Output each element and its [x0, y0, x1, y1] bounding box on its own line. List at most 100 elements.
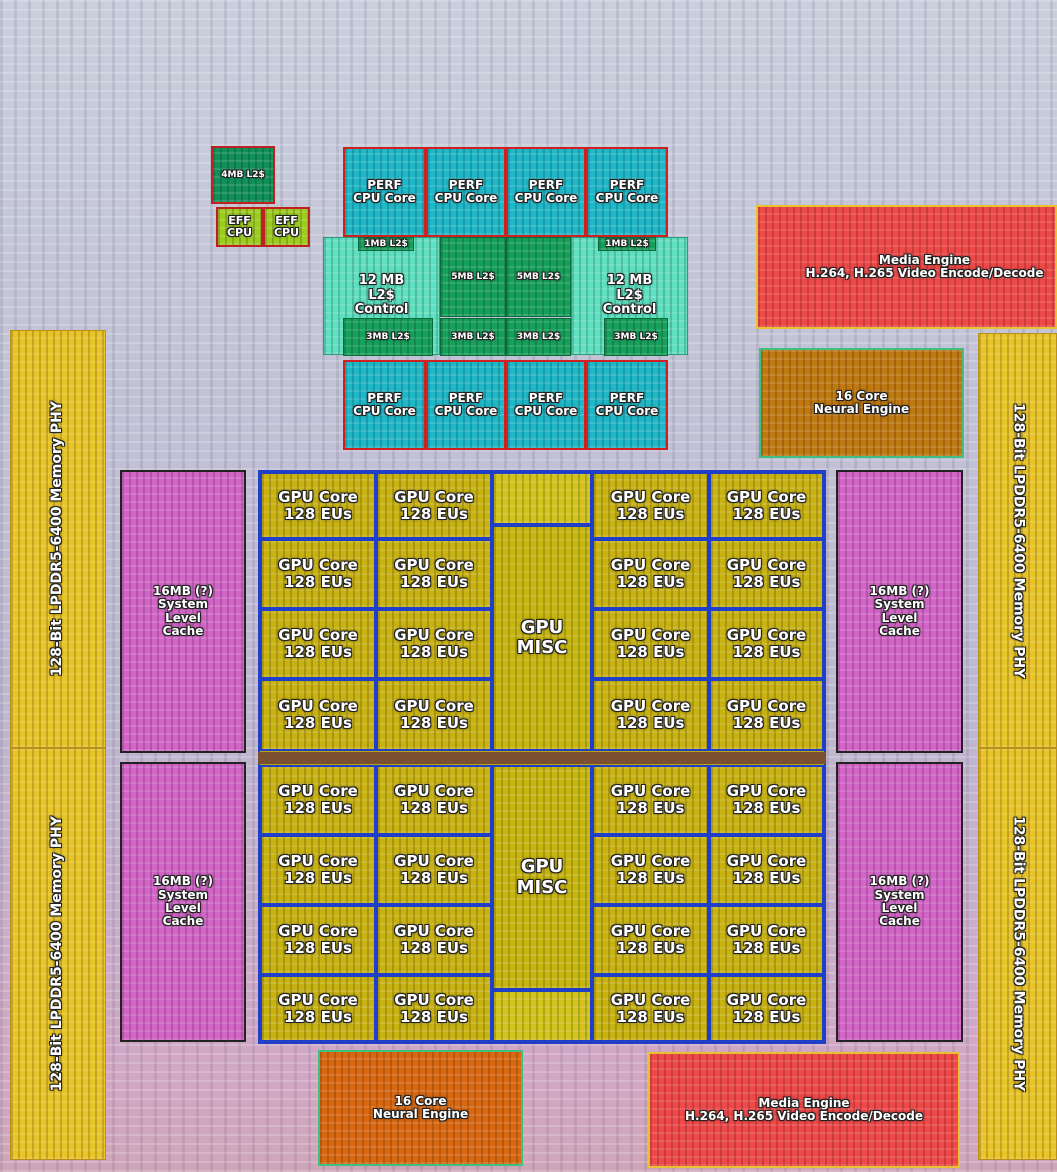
memory-phy-left-top: 128-Bit LPDDR5-6400 Memory PHY	[10, 330, 106, 748]
perf-core-label: PERF CPU Core	[435, 392, 498, 419]
gpu-core: GPU Core 128 EUs	[709, 539, 824, 609]
efficiency-cpu-core: EFF CPU	[216, 207, 263, 247]
perf-core-label: PERF CPU Core	[596, 179, 659, 206]
gpu-core-label: GPU Core 128 EUs	[727, 627, 807, 661]
l2-cache-3mb: 3MB L2$	[440, 318, 506, 356]
gpu-core: GPU Core 128 EUs	[260, 975, 376, 1042]
neural-engine-top: 16 Core Neural Engine	[759, 348, 964, 458]
gpu-core-label: GPU Core 128 EUs	[394, 489, 474, 523]
l2-cache-3mb: 3MB L2$	[604, 318, 668, 356]
gpu-core-label: GPU Core 128 EUs	[278, 853, 358, 887]
gpu-core-label: GPU Core 128 EUs	[611, 489, 691, 523]
l2-1mb-label: 1MB L2$	[605, 239, 648, 249]
memory-phy-left-bottom: 128-Bit LPDDR5-6400 Memory PHY	[10, 748, 106, 1160]
gpu-core: GPU Core 128 EUs	[376, 679, 492, 751]
memory-phy-right-bottom: 128-Bit LPDDR5-6400 Memory PHY	[978, 748, 1057, 1160]
l2-cache-3mb: 3MB L2$	[343, 318, 433, 356]
gpu-core: GPU Core 128 EUs	[260, 539, 376, 609]
media-engine-bottom: Media Engine H.264, H.265 Video Encode/D…	[648, 1052, 960, 1168]
perf-cpu-core: PERF CPU Core	[586, 147, 668, 237]
efficiency-cpu-core: EFF CPU	[263, 207, 310, 247]
l2-3mb-label: 3MB L2$	[366, 332, 409, 342]
l2-5mb-label: 5MB L2$	[517, 272, 560, 282]
gpu-divider	[258, 752, 826, 764]
gpu-misc-top-strip	[492, 472, 592, 525]
gpu-core: GPU Core 128 EUs	[260, 905, 376, 975]
gpu-core: GPU Core 128 EUs	[709, 765, 824, 835]
l2-1mb-label: 1MB L2$	[364, 239, 407, 249]
gpu-core: GPU Core 128 EUs	[592, 539, 709, 609]
gpu-core-label: GPU Core 128 EUs	[727, 853, 807, 887]
memory-phy-label: 128-Bit LPDDR5-6400 Memory PHY	[1010, 816, 1026, 1091]
gpu-misc-label: GPU MISC	[517, 857, 568, 897]
gpu-core: GPU Core 128 EUs	[592, 975, 709, 1042]
media-engine-label: Media Engine H.264, H.265 Video Encode/D…	[685, 1097, 923, 1124]
gpu-core-label: GPU Core 128 EUs	[394, 627, 474, 661]
perf-core-label: PERF CPU Core	[435, 179, 498, 206]
slc-label: 16MB (?) System Level Cache	[870, 585, 930, 639]
gpu-core-label: GPU Core 128 EUs	[727, 783, 807, 817]
gpu-core: GPU Core 128 EUs	[376, 539, 492, 609]
perf-core-label: PERF CPU Core	[353, 392, 416, 419]
media-engine-top: Media Engine H.264, H.265 Video Encode/D…	[756, 205, 1057, 329]
gpu-core: GPU Core 128 EUs	[376, 905, 492, 975]
l2-3mb-label: 3MB L2$	[517, 332, 560, 342]
gpu-core: GPU Core 128 EUs	[260, 472, 376, 539]
gpu-core: GPU Core 128 EUs	[709, 679, 824, 751]
gpu-core-label: GPU Core 128 EUs	[727, 992, 807, 1026]
l2-cache-5mb-left: 5MB L2$	[440, 237, 506, 317]
gpu-core-label: GPU Core 128 EUs	[727, 923, 807, 957]
gpu-core-label: GPU Core 128 EUs	[394, 923, 474, 957]
l2-control-label: 12 MB L2$ Control	[603, 274, 657, 318]
gpu-core-label: GPU Core 128 EUs	[278, 557, 358, 591]
gpu-core: GPU Core 128 EUs	[592, 835, 709, 905]
perf-core-label: PERF CPU Core	[515, 392, 578, 419]
gpu-core-label: GPU Core 128 EUs	[394, 557, 474, 591]
gpu-core: GPU Core 128 EUs	[592, 905, 709, 975]
l2-3mb-label: 3MB L2$	[614, 332, 657, 342]
gpu-core-label: GPU Core 128 EUs	[278, 783, 358, 817]
gpu-core: GPU Core 128 EUs	[592, 609, 709, 679]
gpu-core: GPU Core 128 EUs	[709, 835, 824, 905]
l2-cache-5mb-right: 5MB L2$	[506, 237, 571, 317]
gpu-core: GPU Core 128 EUs	[592, 472, 709, 539]
perf-cpu-core: PERF CPU Core	[506, 360, 586, 450]
gpu-misc-bottom-strip	[492, 990, 592, 1042]
perf-cpu-core: PERF CPU Core	[586, 360, 668, 450]
gpu-core-label: GPU Core 128 EUs	[278, 627, 358, 661]
gpu-core: GPU Core 128 EUs	[260, 765, 376, 835]
neural-engine-label: 16 Core Neural Engine	[373, 1095, 468, 1122]
gpu-core-label: GPU Core 128 EUs	[278, 698, 358, 732]
gpu-core-label: GPU Core 128 EUs	[611, 853, 691, 887]
gpu-core: GPU Core 128 EUs	[709, 609, 824, 679]
gpu-misc-bottom: GPU MISC	[492, 765, 592, 990]
memory-phy-label: 128-Bit LPDDR5-6400 Memory PHY	[50, 401, 66, 676]
perf-cpu-core: PERF CPU Core	[506, 147, 586, 237]
gpu-core-label: GPU Core 128 EUs	[278, 992, 358, 1026]
gpu-core-label: GPU Core 128 EUs	[394, 992, 474, 1026]
perf-cpu-core: PERF CPU Core	[426, 360, 506, 450]
gpu-core: GPU Core 128 EUs	[709, 905, 824, 975]
gpu-misc-label: GPU MISC	[517, 618, 568, 658]
system-level-cache-right-bottom: 16MB (?) System Level Cache	[836, 762, 963, 1042]
gpu-core: GPU Core 128 EUs	[709, 472, 824, 539]
system-level-cache-left-top: 16MB (?) System Level Cache	[120, 470, 246, 753]
l2-control-label: 12 MB L2$ Control	[355, 274, 409, 318]
l2-4mb-label: 4MB L2$	[221, 170, 264, 180]
gpu-core: GPU Core 128 EUs	[592, 765, 709, 835]
l2-5mb-label: 5MB L2$	[451, 272, 494, 282]
perf-cpu-core: PERF CPU Core	[426, 147, 506, 237]
media-engine-label: Media Engine H.264, H.265 Video Encode/D…	[770, 254, 1044, 281]
gpu-core: GPU Core 128 EUs	[260, 835, 376, 905]
perf-cpu-core: PERF CPU Core	[343, 360, 426, 450]
gpu-core-label: GPU Core 128 EUs	[611, 923, 691, 957]
gpu-core: GPU Core 128 EUs	[260, 679, 376, 751]
gpu-misc-top: GPU MISC	[492, 525, 592, 751]
gpu-core-label: GPU Core 128 EUs	[278, 923, 358, 957]
eff-cpu-label: EFF CPU	[274, 215, 299, 240]
memory-phy-right-top: 128-Bit LPDDR5-6400 Memory PHY	[978, 333, 1057, 748]
gpu-core-label: GPU Core 128 EUs	[611, 992, 691, 1026]
gpu-core-label: GPU Core 128 EUs	[727, 557, 807, 591]
neural-engine-bottom: 16 Core Neural Engine	[318, 1050, 523, 1166]
